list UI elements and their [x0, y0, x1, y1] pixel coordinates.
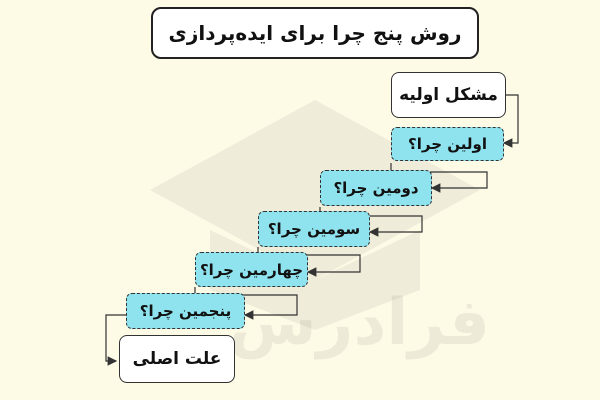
step-initial-problem: مشکل اولیه — [391, 72, 506, 118]
step-third-why: سومین چرا؟ — [258, 211, 370, 247]
step-second-why: دومین چرا؟ — [320, 170, 432, 206]
step-first-why: اولین چرا؟ — [391, 127, 504, 161]
arrow-step-2 — [390, 163, 488, 193]
arrow-step-5 — [194, 287, 298, 320]
step-fourth-why: چهارمین چرا؟ — [195, 252, 308, 287]
step-fifth-why: پنجمین چرا؟ — [126, 293, 245, 329]
step-root-cause: علت اصلی — [119, 335, 235, 383]
arrow-step-1 — [502, 94, 519, 148]
arrow-step-6 — [105, 314, 126, 366]
watermark-text: فرادرس — [228, 286, 490, 360]
diagram-title: روش پنج چرا برای ایده‌پردازی — [151, 7, 479, 59]
